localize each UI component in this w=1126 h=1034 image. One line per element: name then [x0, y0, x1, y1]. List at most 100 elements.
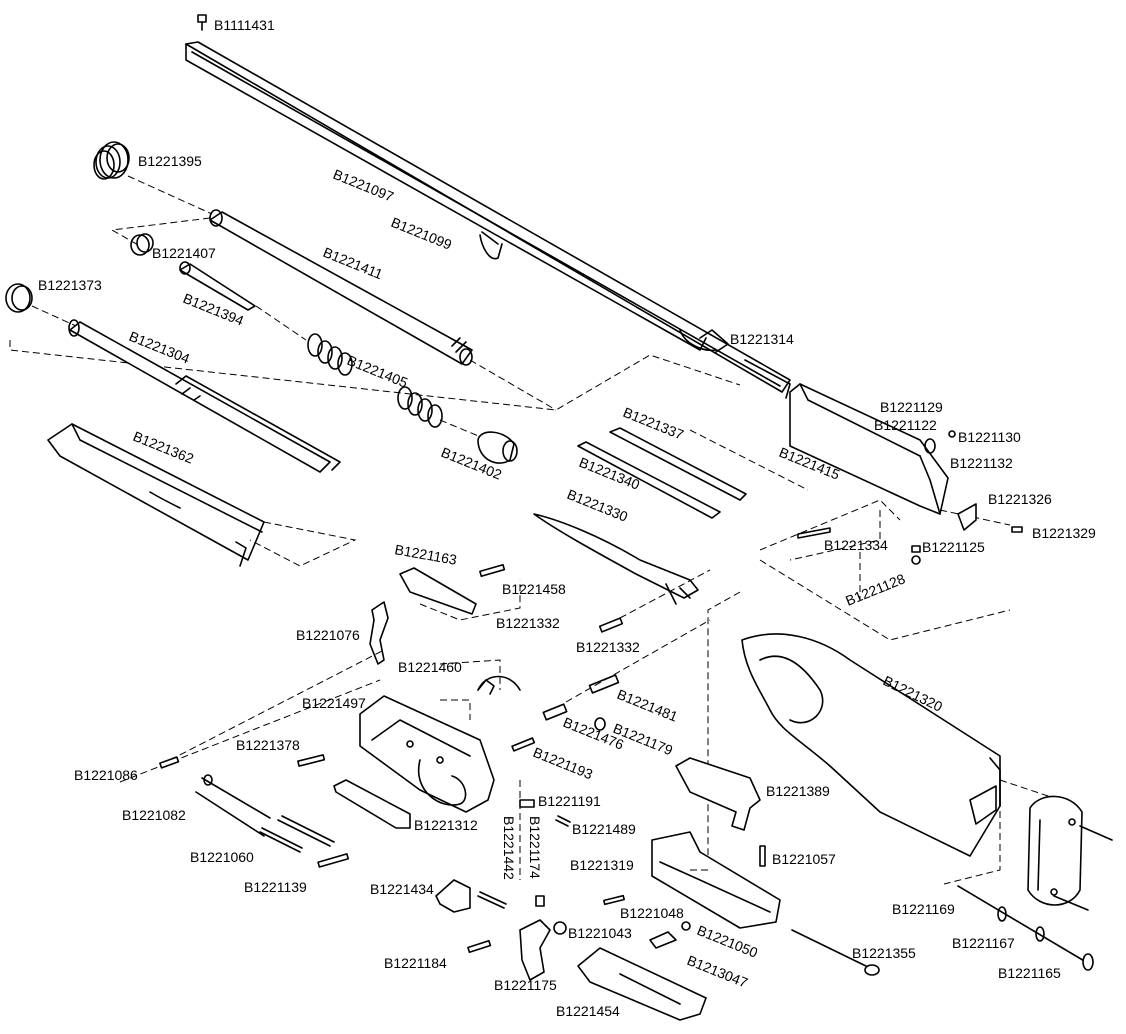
label-b1221314: B1221314	[730, 331, 794, 347]
hammer-spring	[259, 815, 335, 853]
shell-latch-pin	[924, 430, 956, 454]
forearm	[47, 423, 265, 567]
pin-1184	[467, 939, 492, 954]
trigger-group-pin	[588, 674, 620, 694]
trigger-guard	[359, 695, 495, 813]
safety-pin	[542, 703, 568, 721]
label-b1221043: B1221043	[568, 925, 632, 941]
label-b1221434: B1221434	[370, 881, 434, 897]
action-pin	[598, 617, 624, 633]
action-lock-spring	[797, 527, 831, 539]
action-bar-slide	[533, 513, 699, 605]
label-b1221125: B1221125	[922, 539, 985, 555]
label-b1221128: B1221128	[843, 570, 907, 608]
label-b1221175: B1221175	[494, 977, 557, 993]
bead-sight-screw	[197, 14, 207, 31]
trigger-spring-1442	[477, 891, 507, 909]
detent-washer	[594, 717, 606, 731]
bolt-body	[651, 831, 781, 929]
label-b1221086: B1221086	[74, 767, 138, 783]
trigger-spring-1460	[477, 675, 521, 695]
label-b1221395: B1221395	[138, 153, 202, 169]
extractor	[649, 921, 691, 949]
label-b1221169: B1221169	[892, 901, 955, 917]
label-b1221132: B1221132	[950, 455, 1013, 471]
label-b1221489: B1221489	[572, 821, 636, 837]
label-b1221460: B1221460	[398, 659, 462, 675]
label-b1221373: B1221373	[38, 277, 102, 293]
retainer-ring	[5, 283, 33, 313]
label-b1221057: B1221057	[772, 851, 836, 867]
label-b1221097: B1221097	[331, 166, 396, 205]
label-b1221481: B1221481	[615, 686, 680, 725]
label-b1213047: B1213047	[685, 952, 750, 991]
label-b1221099: B1221099	[389, 214, 454, 253]
label-b1221312: B1221312	[414, 817, 478, 833]
carrier-dog	[333, 779, 411, 829]
label-b1221332-lower: B1221332	[576, 639, 640, 655]
label-b1221458: B1221458	[502, 581, 566, 597]
label-b1221497: B1221497	[302, 695, 366, 711]
label-b1221191: B1221191	[538, 793, 601, 809]
label-b1221319: B1221319	[570, 857, 634, 873]
magazine-follower	[179, 261, 256, 311]
action-bar-upper	[609, 427, 747, 501]
label-b1221048: B1221048	[620, 905, 684, 921]
pin-1193	[511, 737, 536, 752]
label-b1221378: B1221378	[236, 737, 300, 753]
action-slide-tube	[68, 319, 341, 473]
spring-1489	[555, 815, 571, 827]
pin-1139	[317, 853, 350, 868]
action-bar-lower	[577, 441, 721, 519]
carrier-latch	[399, 567, 477, 615]
ejector	[957, 503, 977, 531]
label-b1221405: B1221405	[345, 352, 410, 391]
pin-1048	[603, 894, 625, 906]
label-b1221193: B1221193	[531, 744, 595, 782]
pin-1086	[159, 756, 180, 769]
link-1454	[577, 947, 707, 1021]
label-b1221326: B1221326	[988, 491, 1052, 507]
magazine-cap-spring	[93, 141, 130, 180]
buttstock	[741, 633, 1001, 857]
pin-1458	[479, 563, 506, 577]
recoil-pad	[1027, 795, 1083, 906]
label-b1221454: B1221454	[556, 1003, 620, 1019]
pin-1378	[297, 754, 326, 767]
label-b1111431: B1111431	[214, 17, 275, 33]
ejector-pin	[1011, 526, 1023, 533]
label-b1221122: B1221122	[874, 417, 937, 433]
spring-plug	[477, 431, 518, 464]
label-b1221355: B1221355	[852, 945, 916, 961]
magazine-ring	[130, 233, 154, 256]
barrel	[185, 41, 791, 399]
label-b1221167: B1221167	[952, 935, 1015, 951]
label-b1221165: B1221165	[998, 965, 1061, 981]
magazine-spring	[307, 333, 443, 428]
spring-screw	[911, 545, 921, 565]
ring-1043	[553, 921, 567, 935]
recoil-pad-screws	[1053, 825, 1113, 911]
label-b1221139: B1221139	[244, 879, 307, 895]
label-b1221332-upper: B1221332	[496, 615, 560, 631]
label-b1221060: B1221060	[190, 849, 254, 865]
hammer-strut	[195, 774, 271, 837]
safety-plunger	[535, 895, 545, 907]
stock-bolt	[957, 885, 1094, 971]
magazine-tube	[209, 209, 473, 366]
pin-1057	[759, 845, 766, 867]
label-b1221174: B1221174	[527, 816, 543, 879]
label-b1221050: B1221050	[695, 922, 760, 961]
label-b1221389: B1221389	[766, 783, 830, 799]
receiver	[789, 383, 949, 515]
label-b1221184: B1221184	[384, 955, 447, 971]
label-b1221334: B1221334	[824, 537, 888, 553]
label-b1221163: B1221163	[393, 541, 458, 568]
safety-1434	[435, 879, 471, 913]
label-b1221407: B1221407	[152, 245, 216, 261]
label-b1221129: B1221129	[880, 399, 943, 415]
label-b1221076: B1221076	[296, 627, 360, 643]
label-b1221442: B1221442	[501, 816, 517, 880]
trigger	[519, 919, 551, 981]
